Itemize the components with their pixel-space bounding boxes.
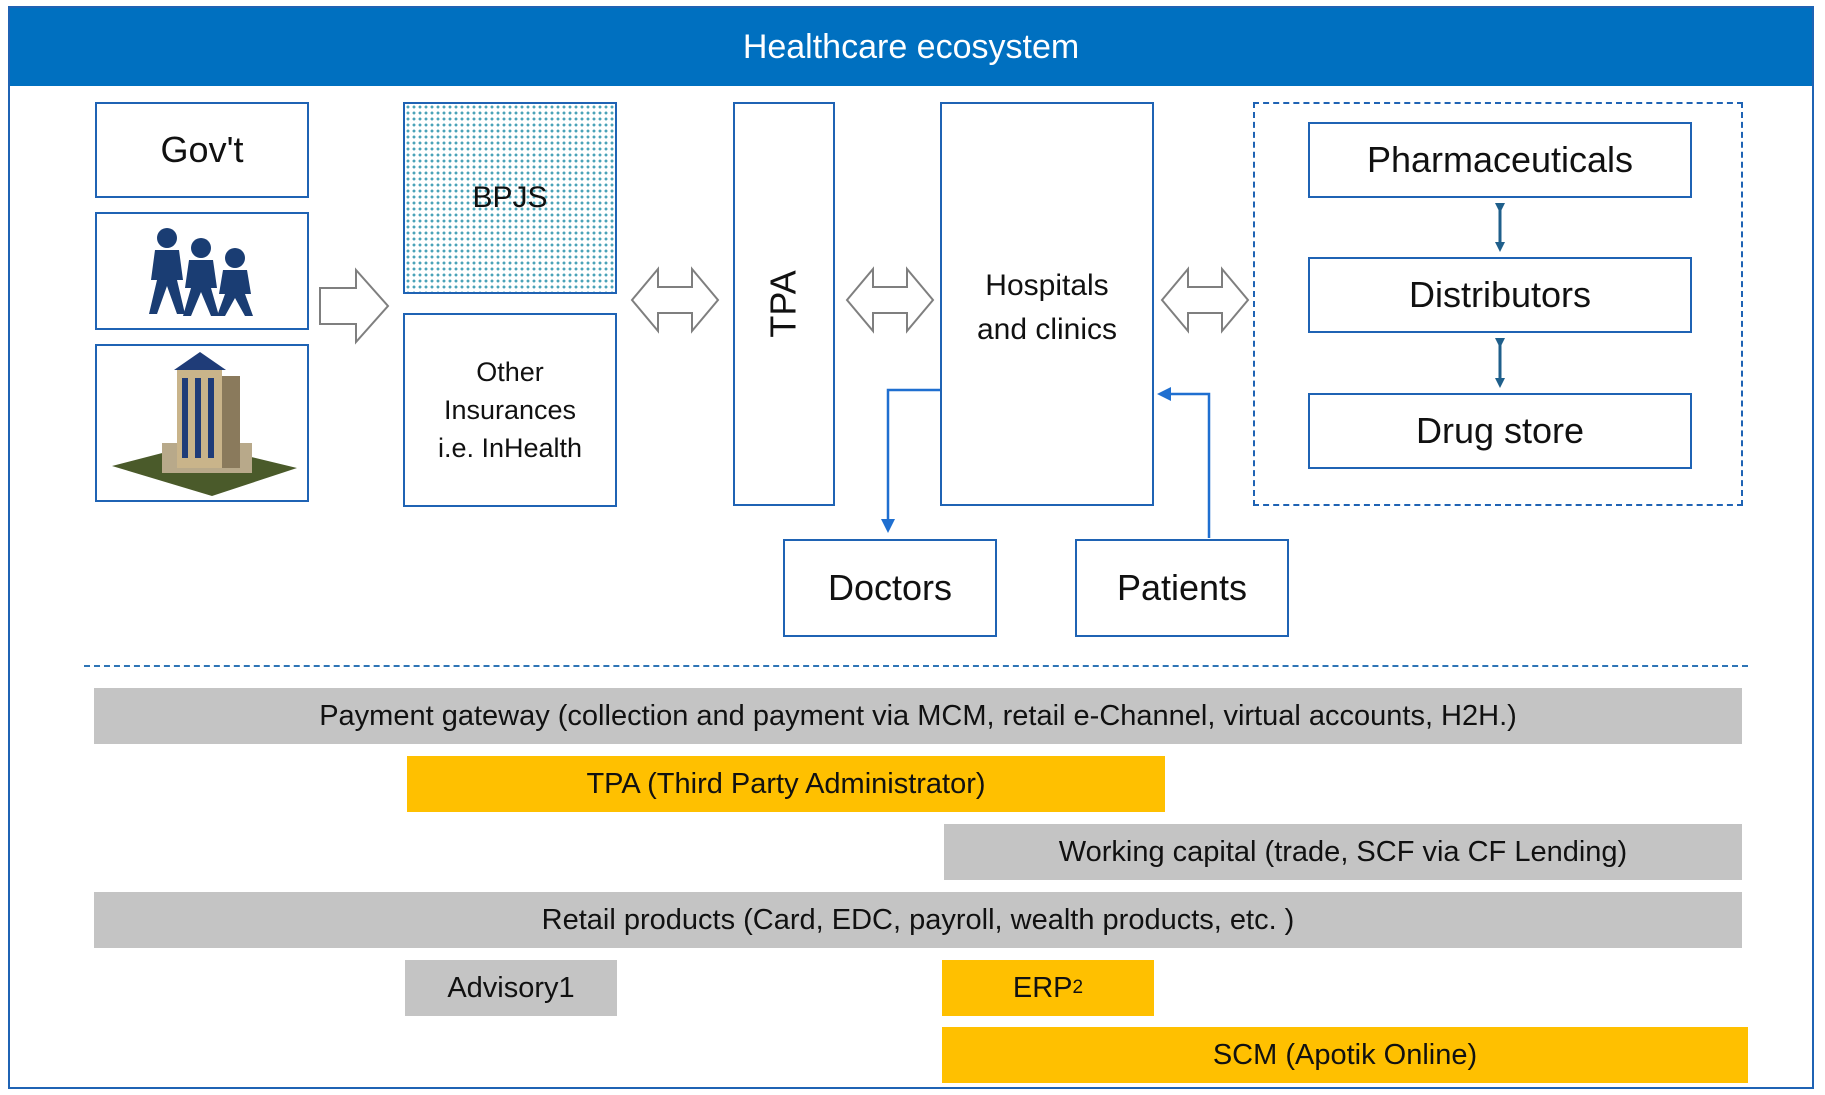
distributors-box: Distributors — [1308, 257, 1692, 333]
other-insurances-box: Other Insurances i.e. InHealth — [403, 313, 617, 507]
diagram-title: Healthcare ecosystem — [10, 8, 1812, 86]
tpa-box: TPA — [733, 102, 835, 506]
pharmaceuticals-box: Pharmaceuticals — [1308, 122, 1692, 198]
patients-label: Patients — [1116, 567, 1248, 608]
erp-label: ERP — [1012, 971, 1073, 1004]
people-group-icon — [149, 228, 253, 316]
scm-bar: SCM (Apotik Online) — [942, 1027, 1748, 1083]
payment-gateway-bar: Payment gateway (collection and payment … — [94, 688, 1742, 744]
patients-to-hospital-connector — [1157, 387, 1211, 538]
tpa-admin-label: TPA (Third Party Administrator) — [586, 767, 986, 800]
govt-box: Gov't — [95, 102, 309, 198]
working-capital-label: Working capital (trade, SCF via CF Lendi… — [1058, 835, 1628, 868]
distributors-label: Distributors — [1408, 274, 1592, 315]
tpa-admin-bar: TPA (Third Party Administrator) — [407, 756, 1165, 812]
govt-label: Gov't — [160, 129, 244, 170]
retail-products-label: Retail products (Card, EDC, payroll, wea… — [541, 903, 1295, 936]
scm-label: SCM (Apotik Online) — [1212, 1038, 1478, 1071]
advisory-label: Advisory1 — [447, 971, 575, 1004]
outer-frame — [8, 6, 1814, 1089]
double-arrow-icon — [845, 266, 935, 334]
pharmaceuticals-label: Pharmaceuticals — [1366, 139, 1634, 180]
erp-superscript: 2 — [1072, 977, 1084, 998]
patients-box: Patients — [1075, 539, 1289, 637]
other-insurances-line2: Insurances — [443, 395, 577, 425]
drug-store-box: Drug store — [1308, 393, 1692, 469]
advisory-bar: Advisory1 — [405, 960, 617, 1016]
bpjs-box: BPJS — [403, 102, 617, 294]
retail-products-bar: Retail products (Card, EDC, payroll, wea… — [94, 892, 1742, 948]
drug-store-label: Drug store — [1415, 410, 1585, 451]
doctors-label: Doctors — [827, 567, 953, 608]
supply-chain-group — [1253, 102, 1743, 506]
double-arrow-icon — [1160, 266, 1250, 334]
doctors-box: Doctors — [783, 539, 997, 637]
hospitals-box: Hospitals and clinics — [940, 102, 1154, 506]
working-capital-bar: Working capital (trade, SCF via CF Lendi… — [944, 824, 1742, 880]
other-insurances-line1: Other — [476, 357, 544, 387]
double-arrow-icon — [630, 266, 720, 334]
hospital-to-doctors-connector — [881, 388, 940, 533]
payment-gateway-label: Payment gateway (collection and payment … — [319, 699, 1517, 732]
office-building-icon — [112, 352, 297, 496]
block-arrow-right-icon — [319, 267, 390, 345]
bpjs-label: BPJS — [472, 181, 548, 214]
hospitals-line2: and clinics — [976, 313, 1118, 346]
section-divider — [84, 665, 1748, 667]
hospitals-line1: Hospitals — [985, 269, 1109, 302]
other-insurances-line3: i.e. InHealth — [437, 433, 583, 463]
people-box — [95, 212, 309, 330]
corporate-box — [95, 344, 309, 502]
